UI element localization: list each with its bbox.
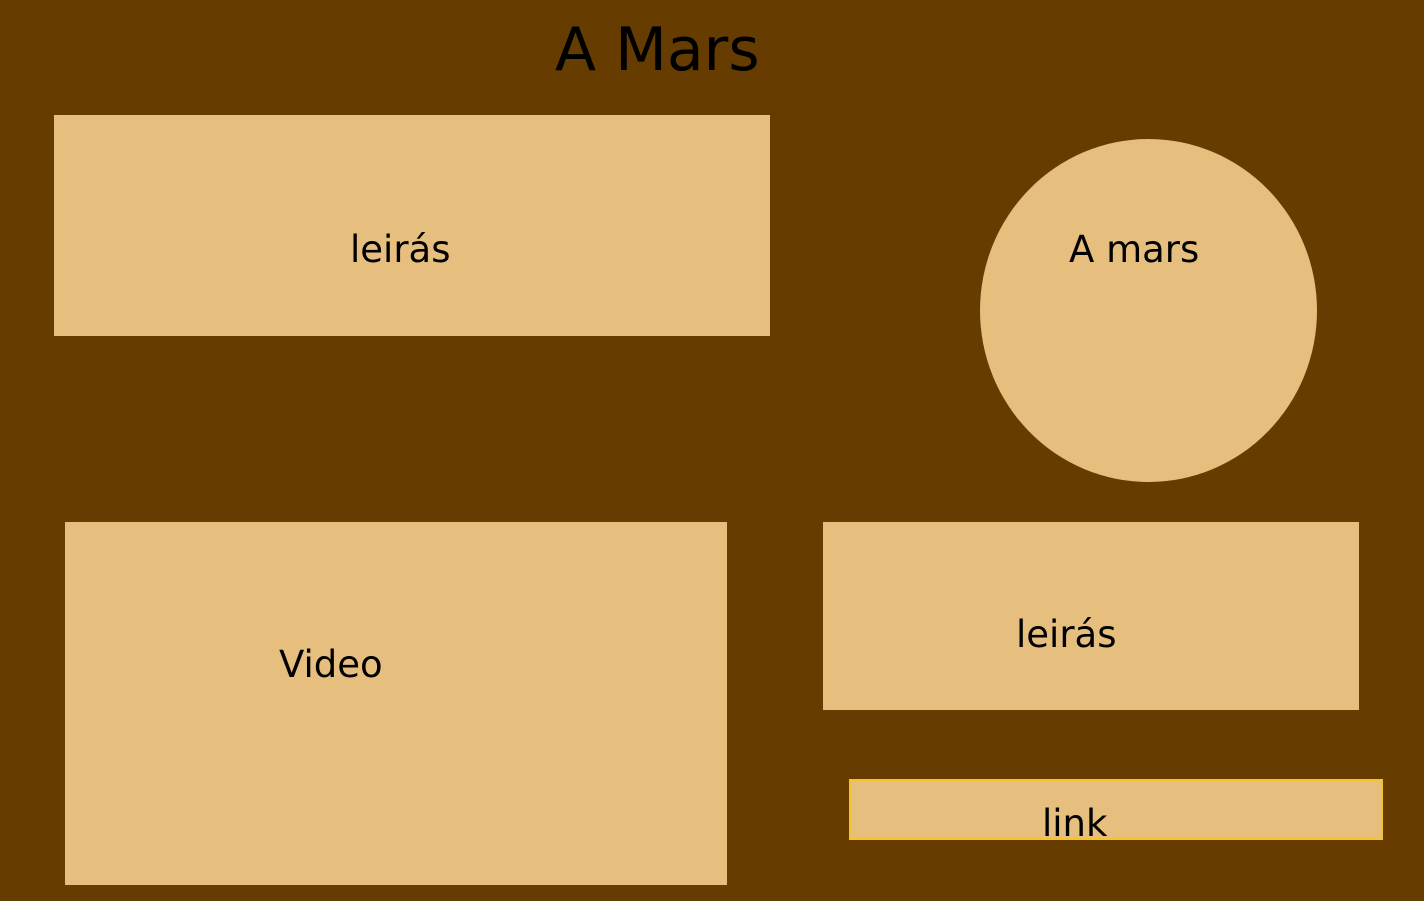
- link-label[interactable]: link: [1042, 802, 1108, 840]
- description-box-bottom: leirás: [823, 522, 1359, 710]
- page-title: A Mars: [555, 15, 760, 85]
- description-label-bottom: leirás: [1016, 613, 1117, 656]
- mars-image-circle: A mars: [980, 139, 1317, 482]
- link-button[interactable]: link: [849, 779, 1383, 840]
- description-box-top: leirás: [54, 115, 770, 336]
- mars-circle-label: A mars: [1069, 228, 1200, 271]
- description-label-top: leirás: [350, 228, 451, 271]
- video-player[interactable]: Video: [65, 522, 727, 885]
- video-label: Video: [279, 643, 383, 686]
